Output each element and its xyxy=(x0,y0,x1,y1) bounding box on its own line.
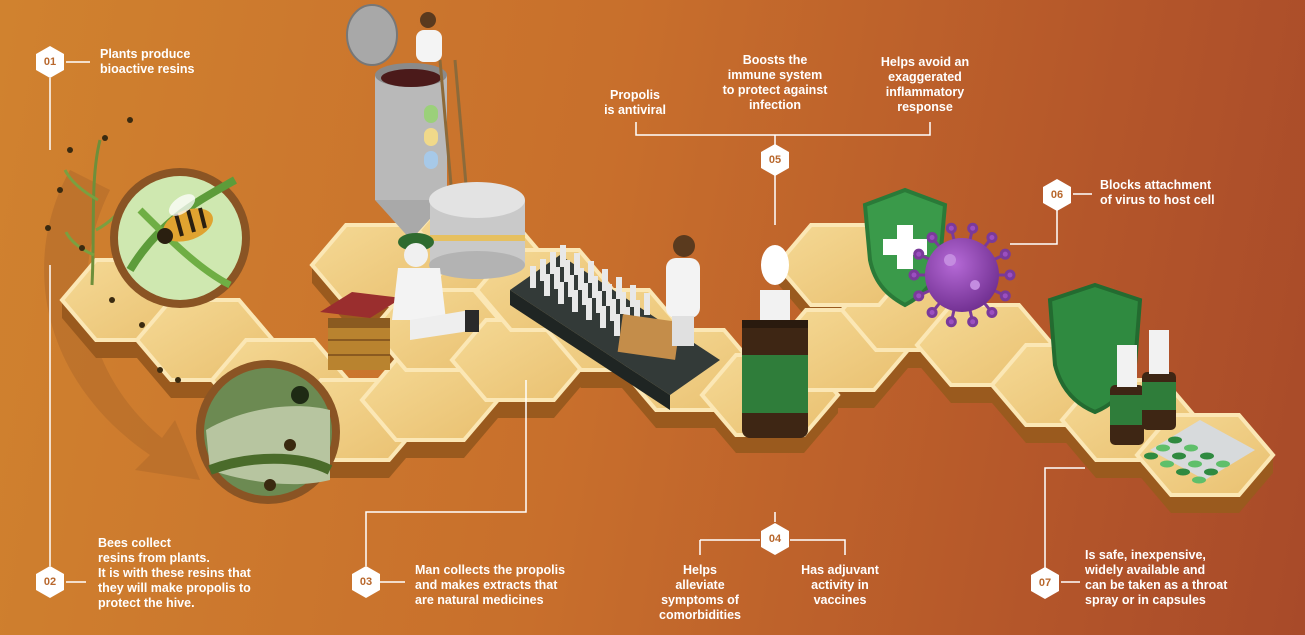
capsule-icon xyxy=(1176,468,1190,476)
capsule-icon xyxy=(1168,436,1182,444)
hex-tile-side xyxy=(1137,455,1273,513)
virus-spike-tip xyxy=(913,248,925,260)
step-02-text: Bees collect resins from plants. It is w… xyxy=(98,536,251,610)
virus-spike-tip xyxy=(908,269,920,281)
step-04-number: 04 xyxy=(768,533,782,545)
capsule-icon xyxy=(1144,452,1158,460)
vial-icon xyxy=(560,245,566,267)
virus-spike-tip xyxy=(986,231,998,243)
vial-icon xyxy=(586,298,592,320)
vial-icon xyxy=(574,253,580,275)
conveyor-belt-icon xyxy=(510,245,720,410)
capsule-icon xyxy=(1192,476,1206,484)
capsule-blister-icon xyxy=(1144,420,1255,484)
step-03-text: Man collects the propolis and makes extr… xyxy=(415,563,566,607)
beekeeper-icon xyxy=(392,233,479,340)
vial-icon xyxy=(616,277,622,299)
step-01-number: 01 xyxy=(43,56,57,68)
vial-icon xyxy=(530,266,536,288)
hex-tile-side xyxy=(702,395,838,453)
vial-icon xyxy=(588,261,594,283)
dropper-bottle-icon xyxy=(742,245,808,438)
capsule-icon xyxy=(1216,460,1230,468)
vial-icon xyxy=(630,285,636,307)
step-06-number: 06 xyxy=(1050,189,1064,201)
step-05-benefit-antiviral: Propolis is antiviral xyxy=(604,88,666,117)
worker-icon xyxy=(666,235,700,346)
capsule-icon xyxy=(1156,444,1170,452)
virus-icon xyxy=(908,222,1016,328)
vial-icon xyxy=(592,276,598,298)
bee-icon xyxy=(110,168,250,308)
virus-spike-tip xyxy=(945,316,957,328)
scientist-icon xyxy=(416,12,442,62)
vial-icon xyxy=(610,299,616,321)
capsule-icon xyxy=(1184,444,1198,452)
vial-icon xyxy=(544,274,550,296)
step-07-text: Is safe, inexpensive, widely available a… xyxy=(1085,548,1228,607)
capsule-icon xyxy=(1160,460,1174,468)
virus-spike-tip xyxy=(926,307,938,319)
extraction-tank-icon xyxy=(346,4,472,240)
capsule-icon xyxy=(1172,452,1186,460)
step-06-text: Blocks attachment of virus to host cell xyxy=(1100,178,1215,207)
storage-drum-icon xyxy=(429,182,525,279)
step-05-number: 05 xyxy=(768,154,782,166)
beehive-icon xyxy=(320,292,402,370)
resin-bees-illustration xyxy=(196,360,340,504)
vial-icon xyxy=(602,269,608,291)
virus-spike-tip xyxy=(967,316,979,328)
step-04-badge: 04 xyxy=(760,522,790,556)
spray-bottle-icon xyxy=(1110,330,1176,445)
step-03-number: 03 xyxy=(359,576,373,588)
step-01-text: Plants produce bioactive resins xyxy=(100,47,195,76)
capsule-icon xyxy=(1200,452,1214,460)
capsule-icon xyxy=(1188,460,1202,468)
step-02-number: 02 xyxy=(43,576,57,588)
vial-icon xyxy=(540,259,546,281)
step-06-badge: 06 xyxy=(1042,178,1072,212)
step-04-benefit-comorbidities: Helps alleviate symptoms of comorbiditie… xyxy=(659,563,741,622)
virus-spike-tip xyxy=(913,290,925,302)
virus-spike-tip xyxy=(926,231,938,243)
vial-icon xyxy=(620,292,626,314)
vial-icon xyxy=(558,282,564,304)
vial-icon xyxy=(600,306,606,328)
vial-icon xyxy=(634,300,640,322)
capsule-icon xyxy=(1204,468,1218,476)
vial-icon xyxy=(564,260,570,282)
virus-spike-tip xyxy=(999,248,1011,260)
step-01-badge: 01 xyxy=(35,45,65,79)
vial-icon xyxy=(596,291,602,313)
step-05-benefit-immune: Boosts the immune system to protect agai… xyxy=(722,53,828,112)
vial-icon xyxy=(582,283,588,305)
vial-icon xyxy=(614,314,620,336)
vial-icon xyxy=(554,267,560,289)
step-07-badge: 07 xyxy=(1030,566,1060,600)
vial-icon xyxy=(644,293,650,315)
step-07-number: 07 xyxy=(1038,577,1052,589)
vial-icon xyxy=(606,284,612,306)
bee-swarm xyxy=(45,117,181,383)
vial-icon xyxy=(568,275,574,297)
vial-icon xyxy=(550,252,556,274)
step-05-badge: 05 xyxy=(760,143,790,177)
virus-spike-tip xyxy=(999,290,1011,302)
vial-icon xyxy=(572,290,578,312)
step-03-badge: 03 xyxy=(351,565,381,599)
virus-spike-tip xyxy=(1004,269,1016,281)
virus-spike-tip xyxy=(967,222,979,234)
step-05-benefit-inflammatory: Helps avoid an exaggerated inflammatory … xyxy=(880,55,970,114)
connector-lines xyxy=(49,61,1092,583)
virus-spike-tip xyxy=(945,222,957,234)
step-04-benefit-vaccines: Has adjuvant activity in vaccines xyxy=(801,563,879,607)
vial-icon xyxy=(578,268,584,290)
step-02-badge: 02 xyxy=(35,565,65,599)
virus-spike-tip xyxy=(986,307,998,319)
